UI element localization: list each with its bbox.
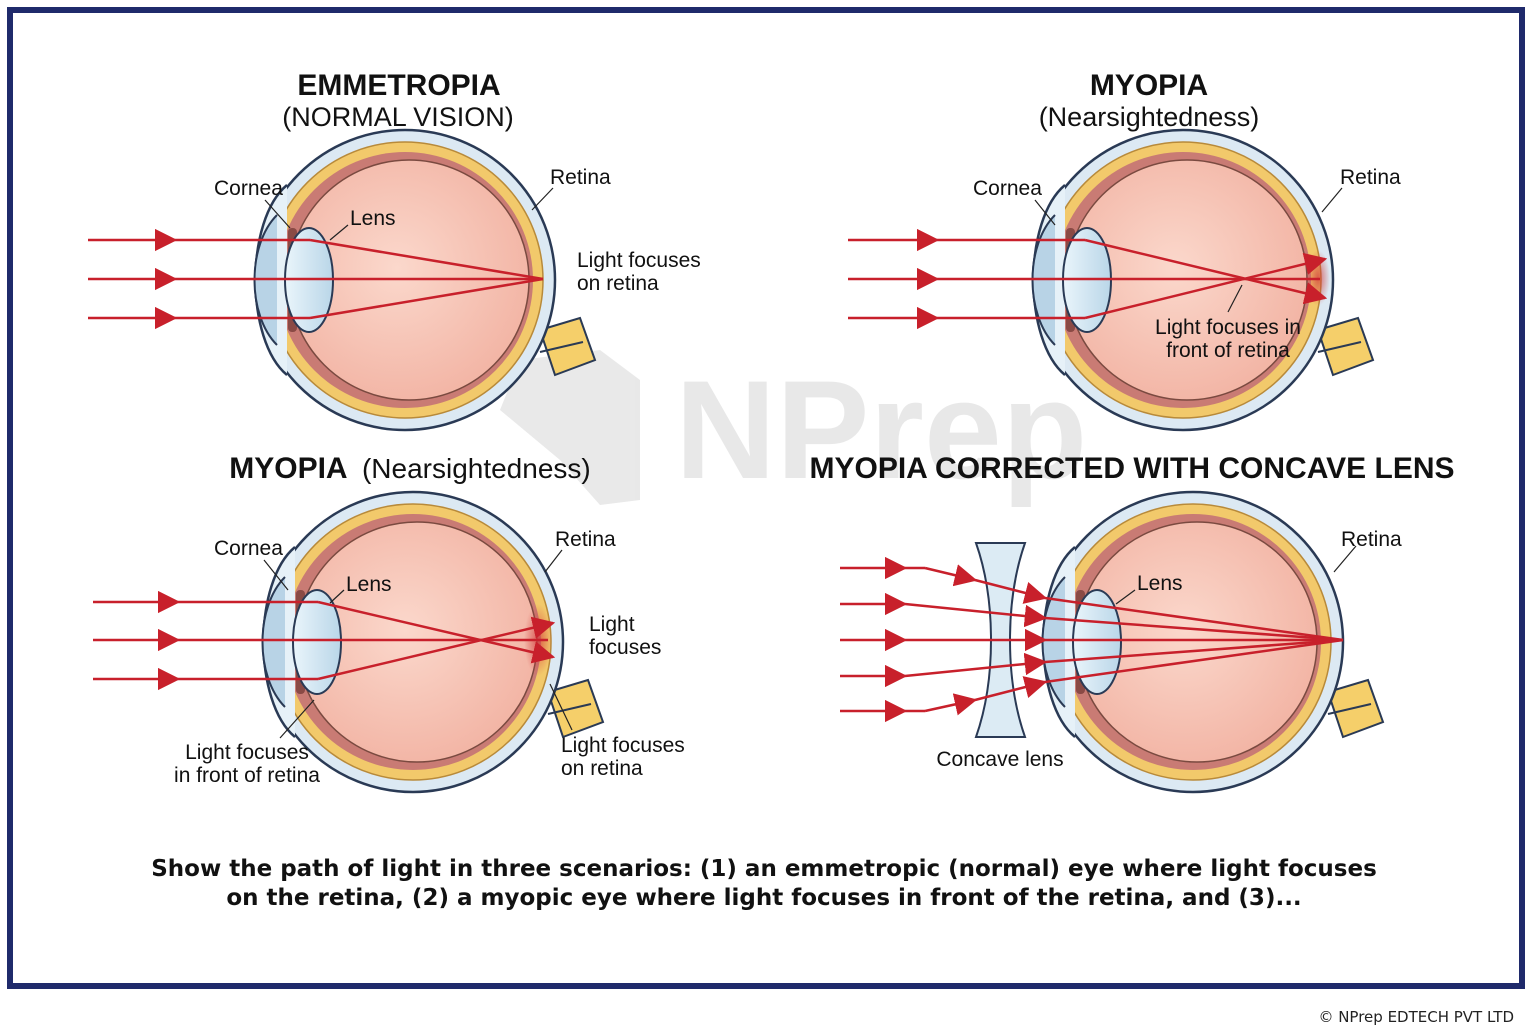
- cornea-label: Cornea: [214, 177, 283, 200]
- caption: Show the path of light in three scenario…: [151, 856, 1377, 911]
- myopia-top-title: MYOPIA: [1090, 69, 1208, 102]
- myopia-bottom-heading: MYOPIA (Nearsightedness): [229, 452, 590, 485]
- retina-label: Retina: [1341, 528, 1402, 551]
- front-label-line1: Light focuses: [185, 741, 309, 764]
- panel-myopia-bottom: MYOPIA (Nearsightedness) Cornea Lens Ret…: [93, 452, 685, 794]
- retina-label: Retina: [1340, 166, 1401, 189]
- watermark: NPrep: [500, 350, 1087, 508]
- front-label-line2: in front of retina: [174, 764, 320, 787]
- emmetropia-title: EMMETROPIA: [297, 69, 500, 102]
- focus-label-line1: Light focuses in: [1155, 316, 1301, 339]
- corrected-title: MYOPIA CORRECTED WITH CONCAVE LENS: [809, 452, 1454, 485]
- light-label-line2: focuses: [589, 636, 661, 659]
- focus-label-line1: Light focuses: [577, 249, 701, 272]
- on-label-line1: Light focuses: [561, 734, 685, 757]
- light-rays: [840, 556, 1344, 723]
- cornea-label: Cornea: [214, 537, 283, 560]
- lens-label: Lens: [350, 207, 396, 230]
- light-label-line1: Light: [589, 613, 635, 636]
- panel-emmetropia: EMMETROPIA (NORMAL VISION) Cornea Lens R…: [88, 69, 701, 432]
- panel-myopia-top: MYOPIA (Nearsightedness) Cornea Retina L…: [848, 69, 1401, 432]
- light-rays: [848, 228, 1328, 330]
- focus-label-line2: on retina: [577, 272, 659, 295]
- copyright: © NPrep EDTECH PVT LTD: [1318, 1008, 1514, 1026]
- light-rays: [93, 590, 556, 691]
- panel-corrected: MYOPIA CORRECTED WITH CONCAVE LENS: [809, 452, 1455, 794]
- concave-lens-label: Concave lens: [936, 748, 1063, 771]
- cornea-label: Cornea: [973, 177, 1042, 200]
- watermark-text: NPrep: [675, 351, 1087, 508]
- myopia-top-subtitle: (Nearsightedness): [1039, 102, 1260, 132]
- focus-label-line2: front of retina: [1166, 339, 1290, 362]
- lens-label: Lens: [1137, 572, 1183, 595]
- myopia-bottom-title: MYOPIA: [229, 452, 347, 485]
- myopia-bottom-subtitle: (Nearsightedness): [362, 453, 591, 484]
- lens-label: Lens: [346, 573, 392, 596]
- light-rays: [88, 228, 544, 330]
- emmetropia-subtitle: (NORMAL VISION): [282, 102, 514, 132]
- retina-label: Retina: [550, 166, 611, 189]
- on-label-line2: on retina: [561, 757, 643, 780]
- retina-label: Retina: [555, 528, 616, 551]
